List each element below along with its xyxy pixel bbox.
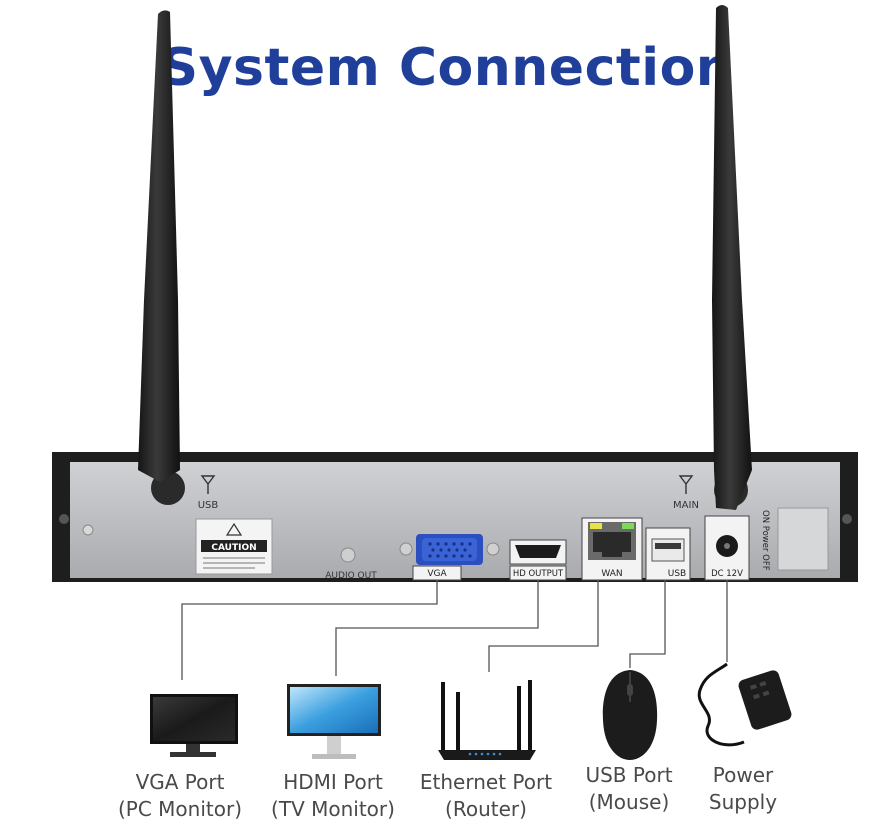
caption-line1: Power — [712, 763, 774, 787]
tv-monitor-icon — [287, 684, 381, 759]
antenna-symbol-icon — [200, 475, 216, 494]
power-adapter-icon — [697, 662, 792, 747]
dc-port-label: DC 12V — [711, 569, 743, 579]
power-switch-label: ON Power OFF — [760, 510, 770, 571]
caption-line1: HDMI Port — [283, 770, 383, 794]
antenna-right — [712, 5, 752, 510]
caption-line2: (TV Monitor) — [271, 797, 395, 821]
caption-line1: VGA Port — [135, 770, 225, 794]
antenna-symbol-icon — [678, 475, 694, 494]
vga-port-caption: VGA Port (PC Monitor) — [105, 769, 255, 823]
led-green — [622, 523, 634, 529]
caution-sticker: CAUTION — [195, 518, 273, 575]
audio-jack-icon[interactable] — [340, 547, 356, 563]
screw-icon — [842, 514, 852, 524]
caption-line2: (PC Monitor) — [117, 797, 242, 821]
wan-port-label: WAN — [601, 569, 622, 579]
caption-line2: Supply — [708, 790, 778, 814]
router-icon — [438, 680, 536, 760]
usb-cable-line — [629, 580, 666, 668]
hdmi-port[interactable]: HD OUTPUT — [509, 539, 567, 581]
vga-cable-line — [181, 580, 438, 680]
caption-line2: (Router) — [445, 797, 527, 821]
vga-port-label: VGA — [427, 569, 447, 579]
caption-line1: USB Port — [585, 763, 673, 787]
ethernet-cable-line — [488, 580, 599, 672]
page-title: System Connection — [160, 38, 734, 98]
mouse-icon — [602, 670, 658, 760]
ethernet-port-caption: Ethernet Port (Router) — [409, 769, 563, 823]
caption-line1: Ethernet Port — [419, 770, 553, 794]
warning-icon — [225, 522, 243, 536]
ground-screw-icon — [82, 524, 94, 536]
hdmi-port-caption: HDMI Port (TV Monitor) — [258, 769, 408, 823]
caution-label: CAUTION — [211, 543, 256, 553]
usb-port-caption: USB Port (Mouse) — [569, 762, 689, 816]
antenna-right-label: MAIN — [673, 500, 699, 511]
caption-line2: (Mouse) — [588, 790, 670, 814]
pc-monitor-icon — [150, 694, 238, 757]
hdmi-port-label: HD OUTPUT — [513, 569, 564, 579]
antenna-left — [138, 10, 180, 483]
hdmi-cable-line — [335, 580, 539, 676]
antenna-left-label: USB — [198, 500, 219, 511]
vga-port[interactable]: VGA — [399, 534, 500, 581]
screw-icon — [59, 514, 69, 524]
usb-port-label: USB — [668, 569, 686, 579]
connection-lines — [181, 580, 728, 680]
power-switch[interactable] — [777, 507, 829, 571]
wan-port[interactable]: WAN — [581, 517, 643, 581]
audio-out-label: AUDIO OUT — [325, 571, 377, 581]
led-yellow — [590, 523, 602, 529]
usb-port[interactable]: USB — [645, 527, 691, 581]
dc-power-port[interactable]: DC 12V — [704, 515, 750, 581]
power-supply-caption: Power Supply — [690, 762, 796, 816]
